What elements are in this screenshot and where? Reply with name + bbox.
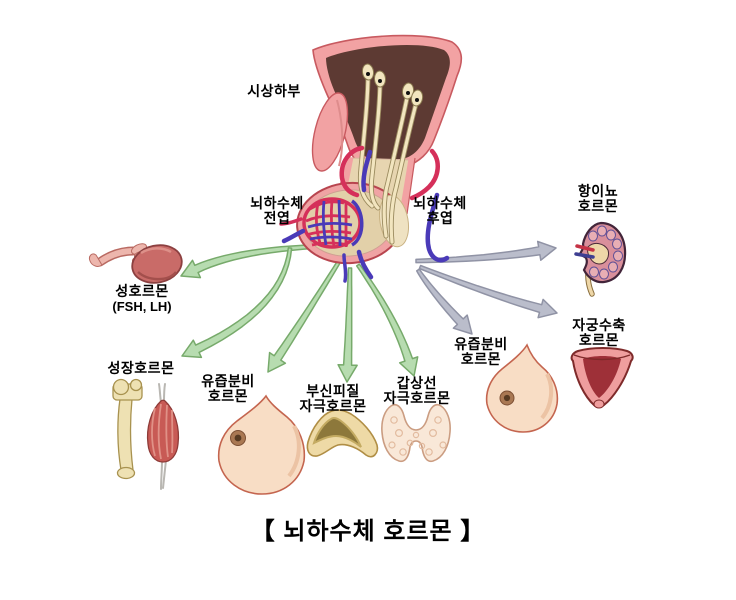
prolactin-label-right: 유즙분비 호르몬 bbox=[454, 336, 508, 367]
hormone-arrows bbox=[180, 240, 558, 383]
blood-vessels bbox=[279, 145, 450, 283]
neuron-cell-bodies bbox=[361, 63, 424, 107]
figure-title: 【 뇌하수체 호르몬 】 bbox=[250, 518, 486, 545]
uterus-illustration bbox=[570, 347, 634, 409]
hypothalamus-pituitary-illustration bbox=[279, 34, 463, 283]
prolactin-label-left: 유즙분비 호르몬 bbox=[201, 373, 255, 404]
hypothalamus-interior bbox=[326, 44, 450, 160]
anterior-pituitary-label: 뇌하수체 전엽 bbox=[250, 195, 304, 226]
adrenal-gland-illustration bbox=[306, 409, 379, 458]
arrow-posterior-to-breast-right bbox=[415, 268, 473, 335]
sex-hormone-label: 성호르몬 (FSH, LH) bbox=[112, 283, 172, 315]
capillary-network bbox=[302, 197, 364, 249]
arrow-anterior-to-adrenal bbox=[337, 267, 358, 383]
oxytocin-label: 자궁수축 호르몬 bbox=[572, 317, 626, 348]
bone-illustration bbox=[112, 378, 143, 480]
breast-right-illustration bbox=[485, 343, 559, 433]
thyroid-gland-illustration bbox=[381, 403, 451, 463]
arrow-anterior-to-thyroid bbox=[355, 263, 419, 377]
arrow-posterior-to-kidney bbox=[415, 240, 557, 264]
kidney-illustration bbox=[574, 221, 627, 297]
acth-label: 부신피질 자극호르몬 bbox=[299, 383, 367, 414]
muscle-illustration bbox=[146, 383, 180, 490]
tsh-label: 갑상선 자극호르몬 bbox=[383, 375, 451, 406]
neuron-fibers bbox=[357, 71, 420, 245]
ovary-illustration bbox=[89, 243, 183, 284]
arrow-anterior-to-breast-left bbox=[267, 258, 343, 373]
kidney-lobules bbox=[588, 225, 623, 280]
arrow-posterior-to-uterus bbox=[418, 264, 558, 319]
breast-left-illustration bbox=[217, 394, 306, 495]
growth-hormone-label: 성장호르몬 bbox=[107, 360, 175, 376]
hypothalamus-label: 시상하부 bbox=[247, 83, 301, 99]
arrow-anterior-to-bone-muscle bbox=[181, 247, 293, 359]
posterior-pituitary-label: 뇌하수체 후엽 bbox=[413, 195, 467, 226]
arrow-anterior-to-ovary bbox=[180, 243, 329, 279]
adh-label: 항이뇨 호르몬 bbox=[577, 183, 619, 214]
